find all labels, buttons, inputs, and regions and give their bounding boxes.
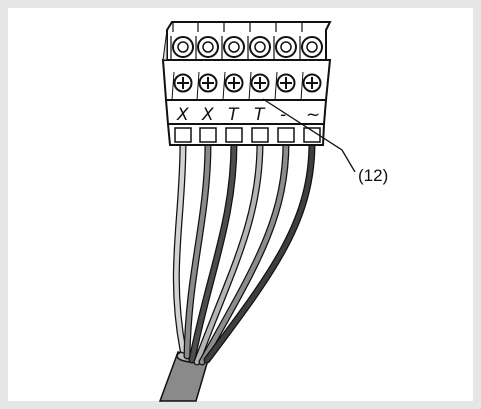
terminal-label: - bbox=[280, 105, 286, 125]
wire bbox=[172, 138, 187, 354]
wire-entry-slot bbox=[199, 127, 217, 143]
top-clamp-ring bbox=[195, 22, 219, 60]
terminal-screw-icon bbox=[300, 71, 322, 101]
wire-entry-slot bbox=[303, 127, 321, 143]
callout: (12) bbox=[262, 98, 388, 185]
top-clamp-ring bbox=[247, 22, 271, 60]
terminal-label: T bbox=[254, 105, 266, 125]
terminal-label: X bbox=[201, 105, 214, 125]
terminal-screw-icon bbox=[274, 71, 296, 101]
wire bbox=[198, 138, 290, 366]
wire-entry-slot bbox=[174, 127, 192, 143]
top-clamp-ring bbox=[170, 22, 194, 60]
terminal-screw-icon bbox=[248, 71, 270, 101]
terminal-screw-icon bbox=[171, 71, 193, 101]
top-clamp-ring bbox=[221, 22, 245, 60]
wires bbox=[172, 138, 316, 366]
wire bbox=[193, 138, 264, 366]
wire bbox=[188, 138, 238, 364]
terminal-label: X bbox=[176, 105, 189, 125]
callout-label: (12) bbox=[358, 166, 388, 185]
callout-leader-line bbox=[262, 98, 356, 173]
wire bbox=[203, 138, 316, 364]
wire-entry-slot bbox=[225, 127, 243, 143]
top-clamp-ring bbox=[273, 22, 297, 60]
terminal-screw-icon bbox=[196, 71, 218, 101]
terminal-label: ~ bbox=[306, 105, 320, 125]
terminal-screw-icon bbox=[222, 71, 244, 101]
terminal-label: T bbox=[228, 105, 240, 125]
wire-entry-slot bbox=[251, 127, 269, 143]
wire-entry-slot bbox=[277, 127, 295, 143]
top-clamp-ring bbox=[299, 22, 323, 60]
wire bbox=[183, 138, 212, 360]
